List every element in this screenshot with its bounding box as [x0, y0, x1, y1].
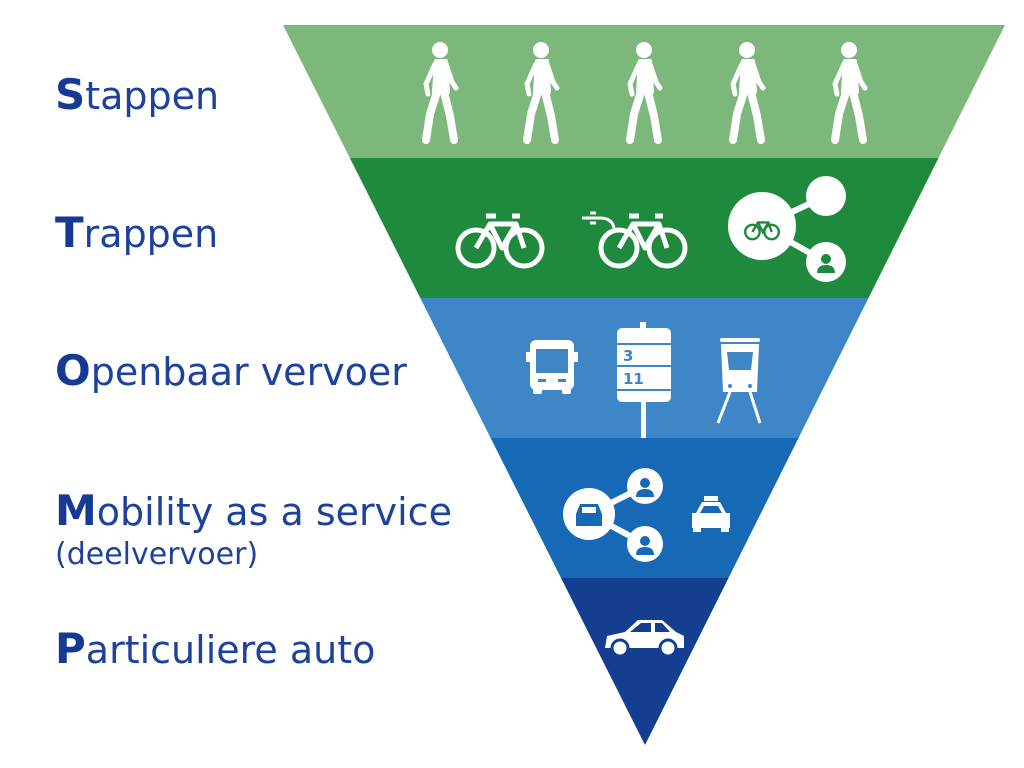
- taxi-icon: [692, 496, 730, 532]
- level-label-stappen: Stappen: [55, 74, 219, 116]
- stop-number: 11: [623, 370, 644, 388]
- label-text: articuliere auto: [85, 628, 376, 672]
- label-initial: M: [55, 486, 97, 535]
- level-subtitle-deelvervoer: (deelvervoer): [55, 537, 259, 572]
- label-text: rappen: [83, 212, 219, 256]
- shared-bike-icon: [728, 176, 846, 282]
- bus-stop-icon: 3 11: [617, 322, 671, 438]
- level-label-openbaar-vervoer: Openbaar vervoer: [55, 350, 407, 392]
- label-text: obility as a service: [96, 490, 452, 534]
- label-text: tappen: [85, 74, 220, 118]
- tram-icon: [716, 338, 762, 424]
- label-initial: S: [55, 70, 86, 119]
- car-icon: [605, 620, 684, 658]
- label-initial: T: [55, 208, 84, 257]
- level-label-mobility-as-a-service: Mobility as a service: [55, 490, 452, 532]
- shared-car-icon: [563, 468, 663, 562]
- label-initial: O: [55, 346, 91, 395]
- label-text: penbaar vervoer: [90, 350, 407, 394]
- level-label-trappen: Trappen: [55, 212, 218, 254]
- bus-icon: [526, 340, 578, 394]
- stop-number: 3: [623, 347, 633, 365]
- e-bike-icon: [582, 211, 685, 266]
- level-label-particuliere-auto: Particuliere auto: [55, 628, 375, 670]
- label-initial: P: [55, 624, 86, 673]
